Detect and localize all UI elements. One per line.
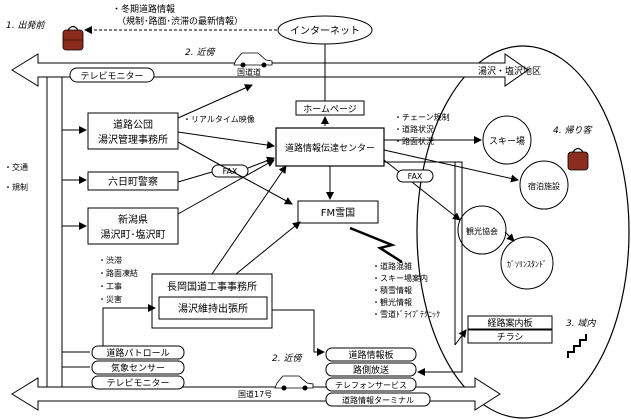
inside-label: 3. 域内 — [566, 318, 596, 329]
homepage-label: ホームページ — [303, 104, 357, 115]
yuzawa-office-box — [158, 296, 268, 320]
road-public-box — [87, 112, 179, 150]
niigata-line2: 湯沢町･塩沢町 — [101, 228, 166, 241]
info-board-box — [325, 347, 417, 362]
tv-monitor-top-label: テレビモニター — [80, 71, 143, 82]
weather-sensor-box — [91, 360, 185, 375]
flyer-box — [467, 329, 553, 344]
road-public-line1: 道路公団 — [113, 118, 153, 131]
road-patrol-box — [91, 345, 185, 360]
roadside-broadcast-box — [325, 362, 417, 377]
luggage-icon — [62, 25, 84, 51]
telephone-service-label: テレフォンサービス — [335, 381, 407, 390]
tv-monitor-top — [69, 67, 155, 83]
nagaoka-item-0: ・渋滞 — [98, 255, 122, 265]
police-box — [87, 171, 179, 191]
nagaoka-item-1: ・路面凍結 — [98, 268, 138, 278]
fm-item-1: ・スキー場案内 — [372, 273, 428, 283]
car-icon-2 — [274, 375, 314, 391]
tourism-label: 観光協会 — [466, 226, 498, 236]
ski-label: スキー場 — [489, 135, 525, 147]
terminal-label: 道路情報ターミナル — [342, 395, 414, 405]
flyer-label: チラシ — [497, 332, 524, 343]
tv-monitor-bottom-label: テレビモニター — [106, 378, 169, 389]
gas-label: ｶﾞｿﾘﾝｽﾀﾝﾄﾞ — [507, 260, 547, 269]
car-icon — [233, 52, 273, 68]
yuzawa-office-label: 湯沢維持出張所 — [178, 302, 248, 315]
info-board-label: 道路情報板 — [348, 349, 393, 361]
fax-box-1 — [211, 164, 249, 178]
info-center-label: 道路情報伝達センター — [285, 142, 375, 154]
national-road-label: 国道道 — [237, 67, 261, 77]
route17-label: 国道17号 — [238, 389, 272, 399]
fm-item-3: ・観光情報 — [372, 297, 412, 307]
police-label: 六日町警察 — [108, 175, 158, 188]
start-label: 1. 出発前 — [6, 20, 46, 31]
internet-label: インターネット — [290, 25, 360, 37]
niigata-box — [87, 207, 179, 245]
top-note-line2: （規制･路面･渋滞の最新情報） — [117, 15, 243, 27]
fm-item-4: ・雪道ﾄﾞﾗｲﾌﾞﾃｸﾆｯｸ — [372, 309, 440, 319]
fm-box — [297, 200, 379, 224]
nagaoka-item-2: ・工事 — [98, 281, 122, 291]
left-item-1: ・規制 — [4, 182, 28, 192]
weather-sensor-label: 気象センサー — [111, 362, 165, 374]
chain-item-0: ・チェーン規制 — [394, 112, 450, 122]
bottom-road — [11, 377, 501, 411]
return-label: 4. 帰り客 — [553, 125, 592, 136]
top-note-line1: ・冬期道路情報 — [112, 3, 175, 15]
fax-label-2: FAX — [408, 172, 423, 181]
lodging-label: 宿泊施設 — [528, 181, 560, 191]
realtime-label: ・リアルタイム映像 — [183, 114, 255, 124]
guide-board-label: 経路案内板 — [487, 317, 532, 329]
left-item-0: ・交通 — [4, 162, 28, 172]
homepage-box — [295, 100, 365, 116]
road-public-line2: 湯沢管理事務所 — [98, 133, 168, 146]
fax-box-2 — [396, 169, 434, 183]
broadcast-lightning-icon — [349, 226, 403, 264]
top-road — [11, 53, 529, 87]
near-top-label: 2. 近傍 — [185, 47, 215, 58]
yuzawa-area-label: 湯沢・塩沢地区 — [478, 65, 541, 77]
fm-label: FM雪国 — [321, 207, 355, 219]
stairs-icon — [567, 334, 587, 358]
nagaoka-office-label: 長岡国道工事事務所 — [167, 280, 257, 293]
guide-board-box — [467, 315, 553, 330]
nagaoka-item-3: ・災害 — [98, 294, 122, 304]
luggage-icon-2 — [567, 147, 589, 171]
internet-cloud: インターネット — [277, 15, 373, 45]
fax-label-1: FAX — [223, 167, 238, 176]
tv-monitor-bottom-box — [91, 375, 185, 390]
yuzawa-area-ellipse — [416, 45, 630, 419]
fm-item-0: ・道路混雑 — [372, 261, 412, 271]
near-bottom-label: 2. 近傍 — [272, 353, 302, 364]
fm-item-2: ・積雪情報 — [372, 285, 412, 295]
terminal-box — [325, 392, 431, 407]
telephone-service-box — [325, 377, 417, 392]
road-patrol-label: 道路パトロール — [106, 347, 169, 359]
niigata-line1: 新潟県 — [118, 213, 148, 226]
chain-item-2: ・路面状況 — [394, 136, 434, 146]
roadside-broadcast-label: 路側放送 — [353, 364, 389, 376]
chain-item-1: ・道路状況 — [394, 124, 434, 134]
